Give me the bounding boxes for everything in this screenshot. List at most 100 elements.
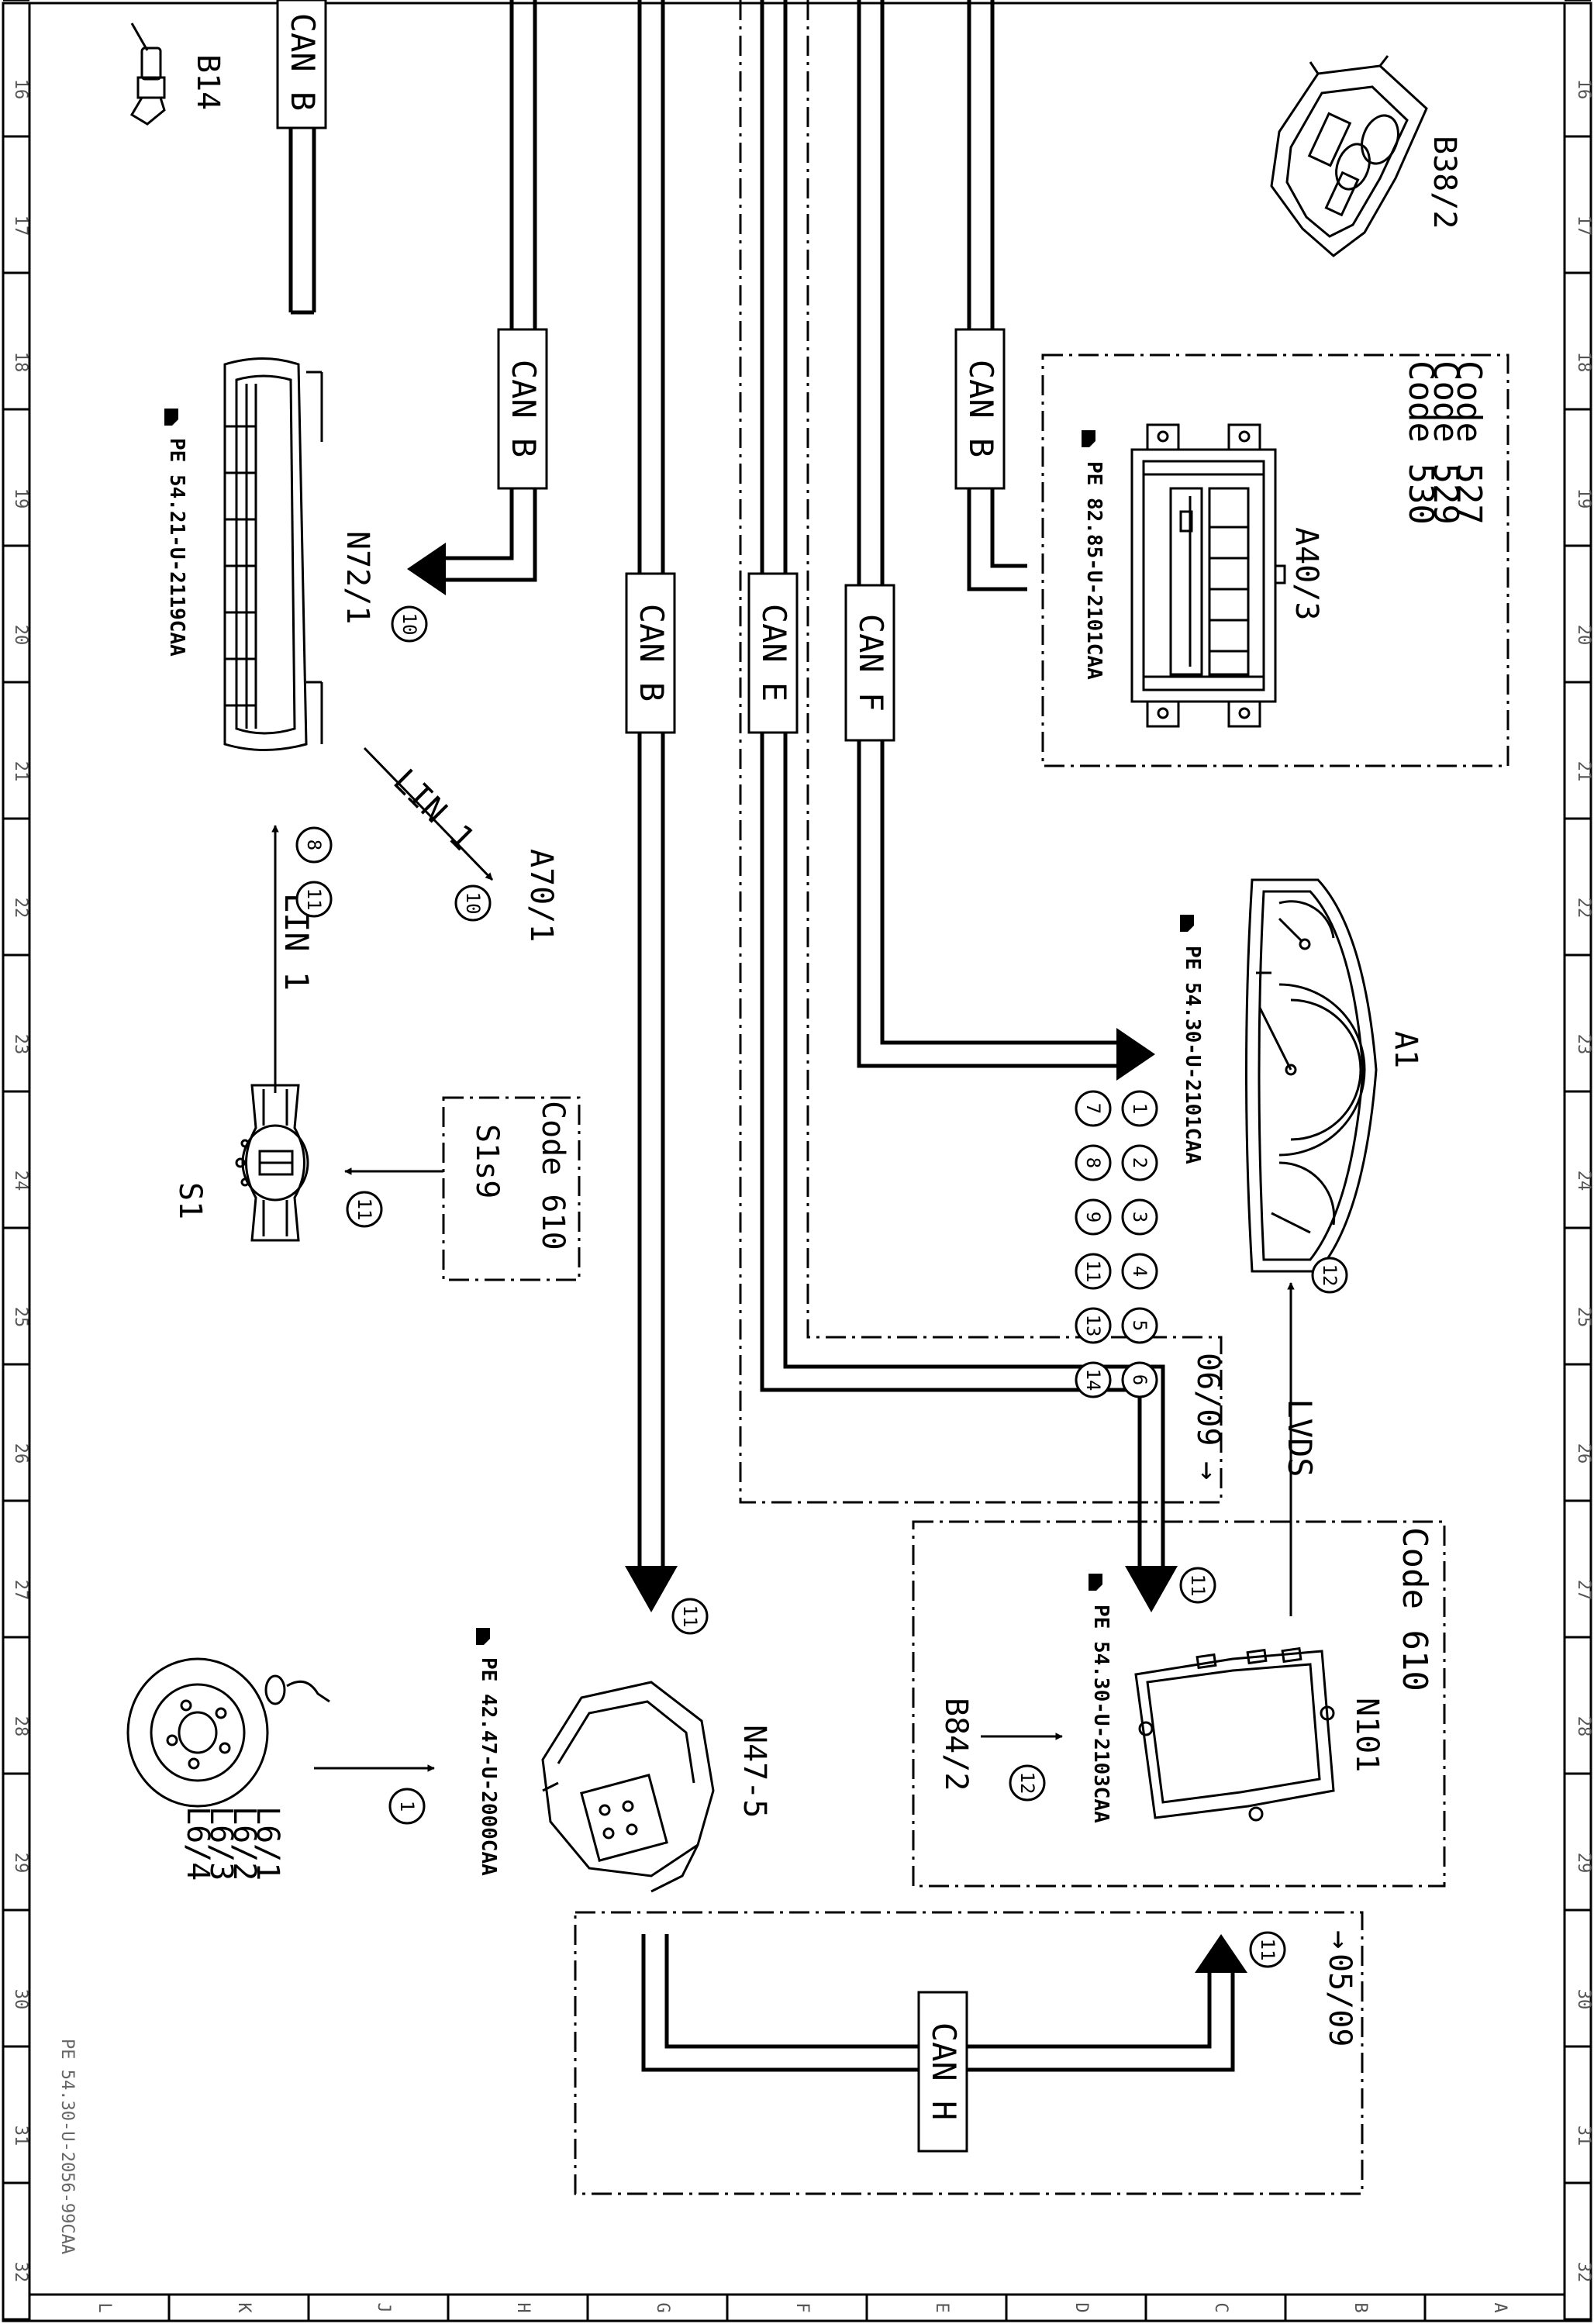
component-labels: B14 B38/2 Code 527 Code 529 Code 530 A40… [57, 54, 1489, 2254]
row-ticks [3, 0, 1591, 2321]
row-number: 26 [11, 1443, 30, 1464]
n47-5-ref-hand-icon [476, 1628, 490, 1645]
callout-a70-1: 10 [454, 884, 492, 922]
column-letter: L [95, 2302, 114, 2312]
svg-text:12: 12 [1319, 1264, 1340, 1287]
row-number: 27 [11, 1580, 30, 1601]
document-reference: PE 54.30-U-2056-99CAA [57, 2039, 77, 2254]
lvds-label: LVDS [1281, 1398, 1319, 1477]
svg-text:11: 11 [1257, 1939, 1278, 1961]
lin-arrow-a70 [363, 747, 494, 881]
n101-ref-hand-icon [1089, 1574, 1102, 1591]
b38-2-label: B38/2 [1427, 136, 1462, 229]
arrow-a1 [1116, 1028, 1155, 1081]
s1s9-label: S1s9 [469, 1124, 505, 1198]
n101-label: N101 [1349, 1698, 1385, 1772]
can-e-label: CAN E [747, 572, 799, 734]
box-s1s9 [442, 1096, 581, 1281]
n47-5-label: N47-5 [737, 1725, 772, 1818]
callout-lin-8: 8 [295, 826, 333, 864]
svg-text:9: 9 [1082, 1212, 1104, 1222]
a40-3-ref-hand-icon [1082, 430, 1095, 447]
b14-label: B14 [190, 54, 226, 110]
can-h-label: CAN H [917, 1991, 968, 2153]
callout-a1: 14 [1075, 1361, 1112, 1398]
svg-text:10: 10 [462, 892, 484, 915]
callout-lin-11: 11 [295, 881, 333, 918]
callout-n47-5: 11 [671, 1598, 709, 1635]
a40-3-code-3: Code 530 [1401, 360, 1440, 525]
callout-a1: 5 [1121, 1307, 1158, 1344]
callout-can-h: 11 [1249, 1931, 1286, 1968]
callout-b84-2: 12 [1009, 1764, 1046, 1802]
svg-text:CAN B: CAN B [505, 360, 543, 457]
can-b-wire-a40 [967, 0, 1027, 591]
row-number: 31 [11, 2126, 30, 2146]
svg-text:7: 7 [1082, 1103, 1104, 1114]
column-letter: G [653, 2302, 672, 2312]
box-n101 [912, 1520, 1446, 1888]
row-number: 25 [11, 1307, 30, 1328]
svg-text:8: 8 [303, 840, 325, 850]
a40-3-code-1: Code 527 [1449, 360, 1489, 525]
row-number: 19 [11, 488, 30, 509]
n72-1-panel-icon [223, 357, 323, 751]
s1-switch-icon [235, 1084, 309, 1242]
bus-labels: CAN B CAN B CAN B CAN E CAN F CAN B CAN … [276, 0, 1319, 2153]
n72-1-ref: PE 54.21-U-2119CAA [165, 438, 188, 657]
a1-label: A1 [1388, 1031, 1423, 1068]
a70-1-label: A70/1 [523, 849, 559, 942]
can-f-wire [857, 0, 1116, 1068]
row-number: 24 [1574, 1171, 1593, 1191]
svg-text:14: 14 [1082, 1369, 1104, 1391]
callout-a1: 11 [1075, 1253, 1112, 1290]
arrow-n47 [625, 1566, 678, 1612]
can-b-wire-n47 [637, 0, 665, 1566]
row-number: 28 [1574, 1716, 1593, 1737]
n72-1-label: N72/1 [340, 531, 375, 624]
callout-a1: 6 [1121, 1361, 1158, 1398]
callout-a1: 7 [1075, 1090, 1112, 1127]
can-b-label-b14: CAN B [276, 0, 327, 129]
row-number: 22 [1574, 898, 1593, 919]
column-letter: K [234, 2302, 254, 2313]
column-letter: F [792, 2302, 812, 2312]
row-number: 27 [1574, 1580, 1593, 1601]
bus-arrowheads [407, 543, 1247, 1973]
a40-3-label: A40/3 [1289, 527, 1324, 620]
b84-2-label: B84/2 [938, 1698, 974, 1791]
s1-label: S1 [172, 1182, 208, 1219]
column-letter: B [1351, 2302, 1370, 2312]
page-ref-upper: 06/09 [1190, 1353, 1226, 1446]
row-number: 26 [1574, 1443, 1593, 1464]
l6-wheel-sensor-icon [126, 1657, 330, 1808]
box-a40-3 [1041, 353, 1509, 767]
a1-ref-hand-icon [1180, 915, 1194, 932]
row-number: 18 [11, 352, 30, 373]
l6-2-label: L6/2 [226, 1806, 262, 1881]
row-number: 21 [1574, 761, 1593, 782]
svg-text:13: 13 [1082, 1315, 1104, 1337]
can-f-label: CAN F [844, 584, 895, 742]
signal-arrows [271, 747, 1295, 1772]
a40-3-ref: PE 82.85-U-2101CAA [1082, 461, 1106, 680]
a1-ref: PE 54.30-U-2101CAA [1181, 946, 1204, 1164]
row-number: 23 [1574, 1034, 1593, 1055]
svg-text:4: 4 [1129, 1266, 1151, 1277]
svg-text:11: 11 [679, 1605, 701, 1628]
callout-a1: 2 [1121, 1144, 1158, 1181]
row-number: 20 [11, 625, 30, 646]
n101-code: Code 610 [1395, 1527, 1434, 1691]
n101-ref: PE 54.30-U-2103CAA [1089, 1605, 1113, 1823]
row-number: 20 [1574, 625, 1593, 646]
callout-lvds: 12 [1311, 1257, 1348, 1294]
can-b-label-a40: CAN B [954, 328, 1006, 490]
l6-4-label: L6/4 [180, 1806, 216, 1881]
row-number: 21 [11, 761, 30, 782]
svg-text:CAN F: CAN F [852, 614, 890, 712]
can-b-wire-n72 [442, 0, 537, 582]
row-number: 30 [11, 1989, 30, 2010]
n47-5-ref: PE 42.47-U-2000CAA [477, 1657, 500, 1876]
